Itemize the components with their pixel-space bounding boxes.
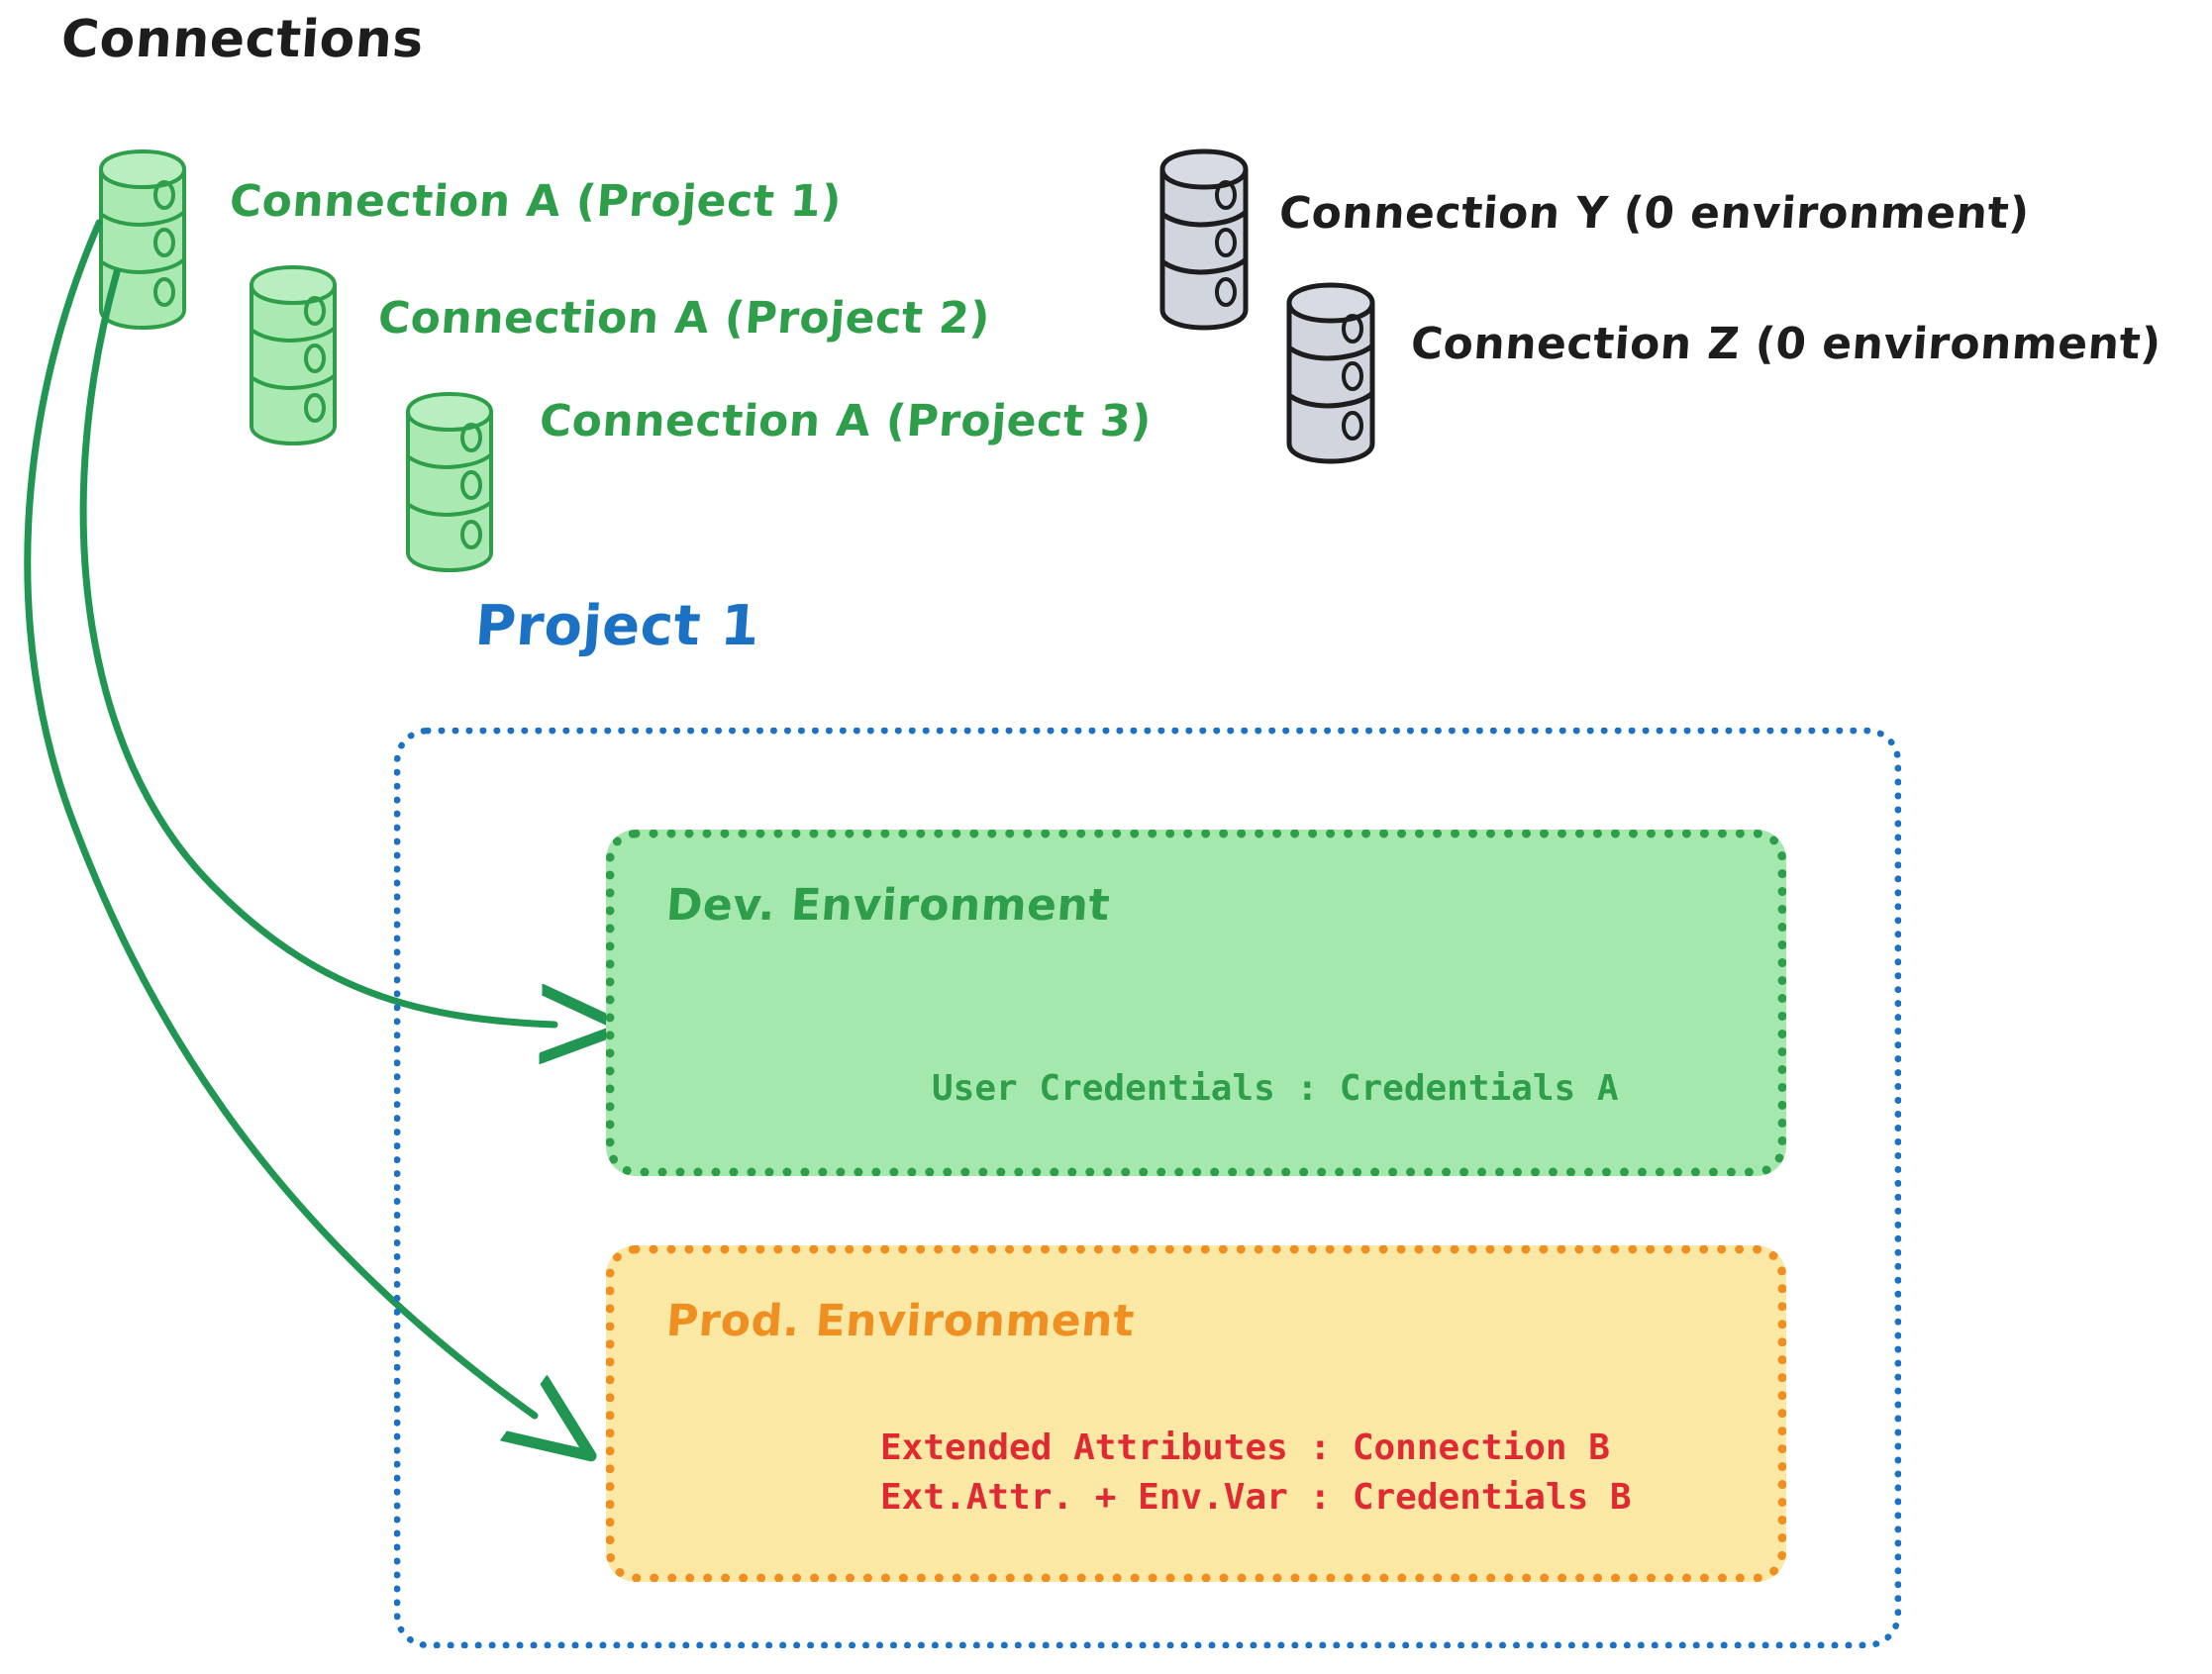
dev-environment-box: Dev. Environment User Credentials : Cred… xyxy=(606,830,1786,1176)
connection-label-a-project-1: Connection A (Project 1) xyxy=(228,176,844,227)
dev-environment-entry-0: User Credentials : Credentials A xyxy=(932,1068,1619,1109)
database-icon-connection-a-2 xyxy=(250,265,337,445)
project-title: Project 1 xyxy=(472,594,762,658)
prod-environment-title: Prod. Environment xyxy=(664,1296,1137,1346)
prod-environment-box: Prod. Environment Extended Attributes : … xyxy=(606,1245,1786,1582)
database-icon-connection-a-1 xyxy=(99,149,186,330)
connection-label-a-project-3: Connection A (Project 3) xyxy=(538,396,1154,446)
project-boundary-box xyxy=(394,728,1901,1648)
dev-environment-title: Dev. Environment xyxy=(664,880,1112,931)
prod-environment-entry-1: Ext.Attr. + Env.Var : Credentials B xyxy=(880,1477,1632,1518)
database-icon-connection-z xyxy=(1289,285,1372,461)
connection-label-y: Connection Y (0 environment) xyxy=(1277,188,2032,239)
database-icon-connection-y xyxy=(1162,151,1246,328)
page-title: Connections xyxy=(58,10,427,69)
prod-environment-entry-0: Extended Attributes : Connection B xyxy=(880,1428,1610,1468)
connection-label-a-project-2: Connection A (Project 2) xyxy=(376,293,992,344)
database-icon-connection-a-3 xyxy=(406,392,493,572)
connection-label-z: Connection Z (0 environment) xyxy=(1409,319,2163,369)
